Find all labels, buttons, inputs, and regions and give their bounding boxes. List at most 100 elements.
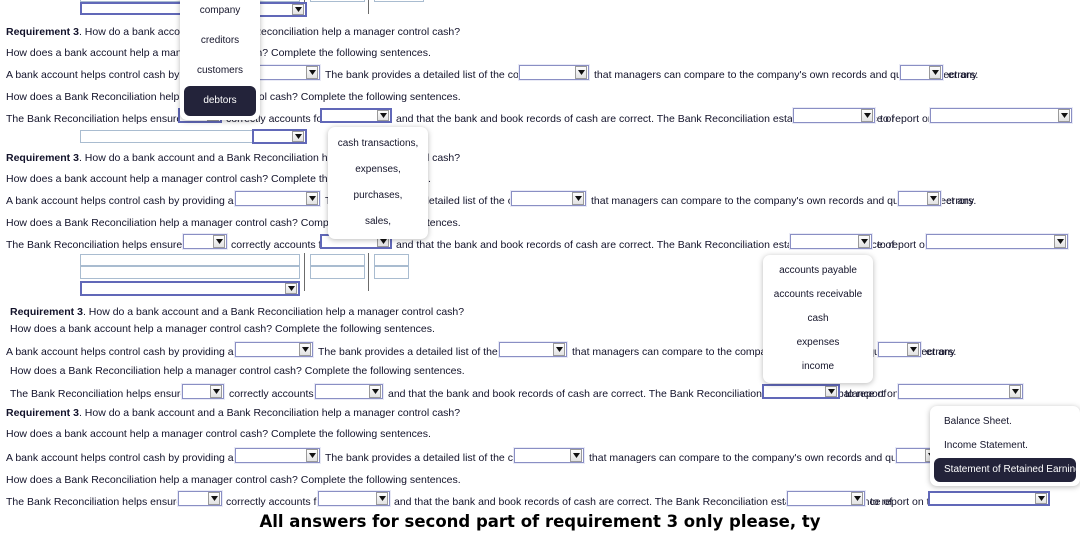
sentence2-part1: The Bank Reconciliation helps ensure tha… — [6, 113, 221, 125]
subject-select-6[interactable] — [181, 383, 225, 400]
chevron-down-icon[interactable] — [299, 343, 311, 356]
chevron-down-icon[interactable] — [1035, 493, 1047, 504]
transactions-select-6[interactable] — [314, 383, 384, 400]
requirement-heading-label: Requirement 3 — [10, 306, 83, 318]
dropdown-option[interactable]: expenses — [796, 337, 840, 348]
statement-select-2[interactable] — [925, 233, 1069, 250]
subject-dropdown-menu[interactable]: company creditors customers debtors — [180, 0, 260, 120]
transactions-dropdown-menu[interactable]: cash transactions, expenses, purchases, … — [328, 127, 428, 239]
sentence2-part1: The Bank Reconciliation helps ensure tha… — [10, 388, 225, 400]
prompt-reconciliation: How does a Bank Reconciliation help a ma… — [10, 365, 465, 377]
transactions-select-1[interactable] — [518, 64, 590, 81]
dropdown-option[interactable]: Income Statement. — [944, 440, 1028, 451]
errors-select-2[interactable] — [897, 190, 942, 207]
dropdown-option[interactable]: Balance Sheet. — [944, 416, 1012, 427]
sentence2-part3: and that the bank and book records of ca… — [388, 388, 887, 400]
dropdown-option[interactable]: expenses, — [355, 164, 401, 175]
chevron-down-icon[interactable] — [1054, 235, 1066, 248]
table-cell-dropdown[interactable] — [80, 281, 300, 296]
statement-select-3[interactable] — [897, 383, 1024, 400]
chevron-down-icon[interactable] — [553, 343, 565, 356]
requirement-heading-label: Requirement 3 — [6, 407, 79, 419]
statement-select-1[interactable] — [929, 107, 1073, 124]
transactions-select-8[interactable] — [317, 490, 391, 507]
dropdown-option[interactable]: accounts receivable — [773, 289, 863, 300]
sentence2-part2: correctly accounts for its — [226, 496, 340, 508]
dropdown-option[interactable]: cash transactions, — [337, 138, 419, 149]
accounts-dropdown-menu[interactable]: accounts payable accounts receivable cas… — [763, 255, 873, 383]
table-input-cell[interactable] — [310, 0, 365, 2]
accounts-select-4[interactable] — [786, 490, 866, 507]
statement-dropdown-menu[interactable]: Balance Sheet. Income Statement. Stateme… — [930, 406, 1080, 486]
chevron-down-icon[interactable] — [377, 110, 389, 121]
accounts-select-3[interactable] — [762, 384, 840, 399]
subject-select-3[interactable] — [234, 190, 321, 207]
transactions-select-2[interactable] — [320, 108, 392, 123]
transactions-select-7[interactable] — [513, 447, 585, 464]
dropdown-option[interactable]: sales, — [364, 216, 392, 227]
sentence1-part1: A bank account helps control cash by pro… — [6, 452, 300, 464]
chevron-down-icon[interactable] — [306, 192, 318, 205]
sentence2-part2: correctly accounts for its — [229, 388, 343, 400]
chevron-down-icon[interactable] — [861, 109, 873, 122]
dropdown-option[interactable]: purchases, — [353, 190, 403, 201]
table-input-cell[interactable] — [310, 254, 365, 266]
requirement-heading-rest: . How do a bank account and a Bank Recon… — [78, 407, 461, 419]
chevron-down-icon[interactable] — [369, 385, 381, 398]
chevron-down-icon[interactable] — [285, 283, 297, 294]
chevron-down-icon[interactable] — [927, 192, 939, 205]
table-cell-dropdown[interactable] — [252, 129, 307, 144]
chevron-down-icon[interactable] — [572, 192, 584, 205]
dropdown-option[interactable]: company — [199, 5, 241, 16]
dropdown-option[interactable]: creditors — [200, 35, 240, 46]
chevron-down-icon[interactable] — [376, 492, 388, 505]
chevron-down-icon[interactable] — [929, 66, 941, 79]
chevron-down-icon[interactable] — [292, 4, 304, 15]
chevron-down-icon[interactable] — [575, 66, 587, 79]
subject-select-4[interactable] — [182, 233, 228, 250]
prompt-bank-account: How does a bank account help a manager c… — [6, 173, 431, 185]
dropdown-option[interactable]: income — [801, 361, 835, 372]
dropdown-option-selected[interactable]: debtors — [184, 86, 256, 116]
prompt-reconciliation: How does a Bank Reconciliation help a ma… — [6, 474, 461, 486]
subject-select-8[interactable] — [177, 490, 223, 507]
dropdown-option[interactable]: cash — [807, 313, 829, 324]
errors-select-3[interactable] — [877, 341, 922, 358]
statement-select-4[interactable] — [928, 491, 1050, 506]
table-cell-dropdown[interactable] — [252, 2, 307, 17]
chevron-down-icon[interactable] — [306, 66, 318, 79]
dropdown-option[interactable]: customers — [196, 65, 244, 76]
table-input-cell[interactable] — [374, 254, 409, 266]
chevron-down-icon[interactable] — [306, 449, 318, 462]
chevron-down-icon[interactable] — [213, 235, 225, 248]
sentence2-part2: correctly accounts for its — [231, 239, 345, 251]
transactions-select-3[interactable] — [510, 190, 587, 207]
chevron-down-icon[interactable] — [570, 449, 582, 462]
accounts-select-1[interactable] — [792, 107, 876, 124]
chevron-down-icon[interactable] — [1009, 385, 1021, 398]
transactions-select-5[interactable] — [498, 341, 568, 358]
subject-select-5[interactable] — [234, 341, 314, 358]
subject-select-7[interactable] — [234, 447, 321, 464]
requirement-heading-label: Requirement 3 — [6, 152, 79, 164]
accounts-select-2[interactable] — [789, 233, 873, 250]
chevron-down-icon[interactable] — [858, 235, 870, 248]
dropdown-option[interactable]: accounts payable — [779, 265, 857, 276]
chevron-down-icon[interactable] — [1058, 109, 1070, 122]
chevron-down-icon[interactable] — [907, 343, 919, 356]
table-input-cell[interactable] — [310, 266, 365, 279]
table-input-cell[interactable] — [374, 0, 424, 2]
chevron-down-icon[interactable] — [210, 385, 222, 398]
prompt-bank-account: How does a bank account help a manager c… — [10, 323, 435, 335]
errors-select-1[interactable] — [899, 64, 944, 81]
sentence2-part4: to report on the — [870, 496, 942, 508]
table-input-cell[interactable] — [80, 254, 300, 266]
table-input-cell[interactable] — [80, 266, 300, 279]
chevron-down-icon[interactable] — [292, 131, 304, 142]
chevron-down-icon[interactable] — [208, 492, 220, 505]
dropdown-option-selected[interactable]: Statement of Retained Earnings. — [934, 458, 1080, 482]
chevron-down-icon[interactable] — [825, 386, 837, 397]
chevron-down-icon[interactable] — [851, 492, 863, 505]
sentence2-part3: and that the bank and book records of ca… — [396, 113, 895, 125]
table-input-cell[interactable] — [374, 266, 409, 279]
